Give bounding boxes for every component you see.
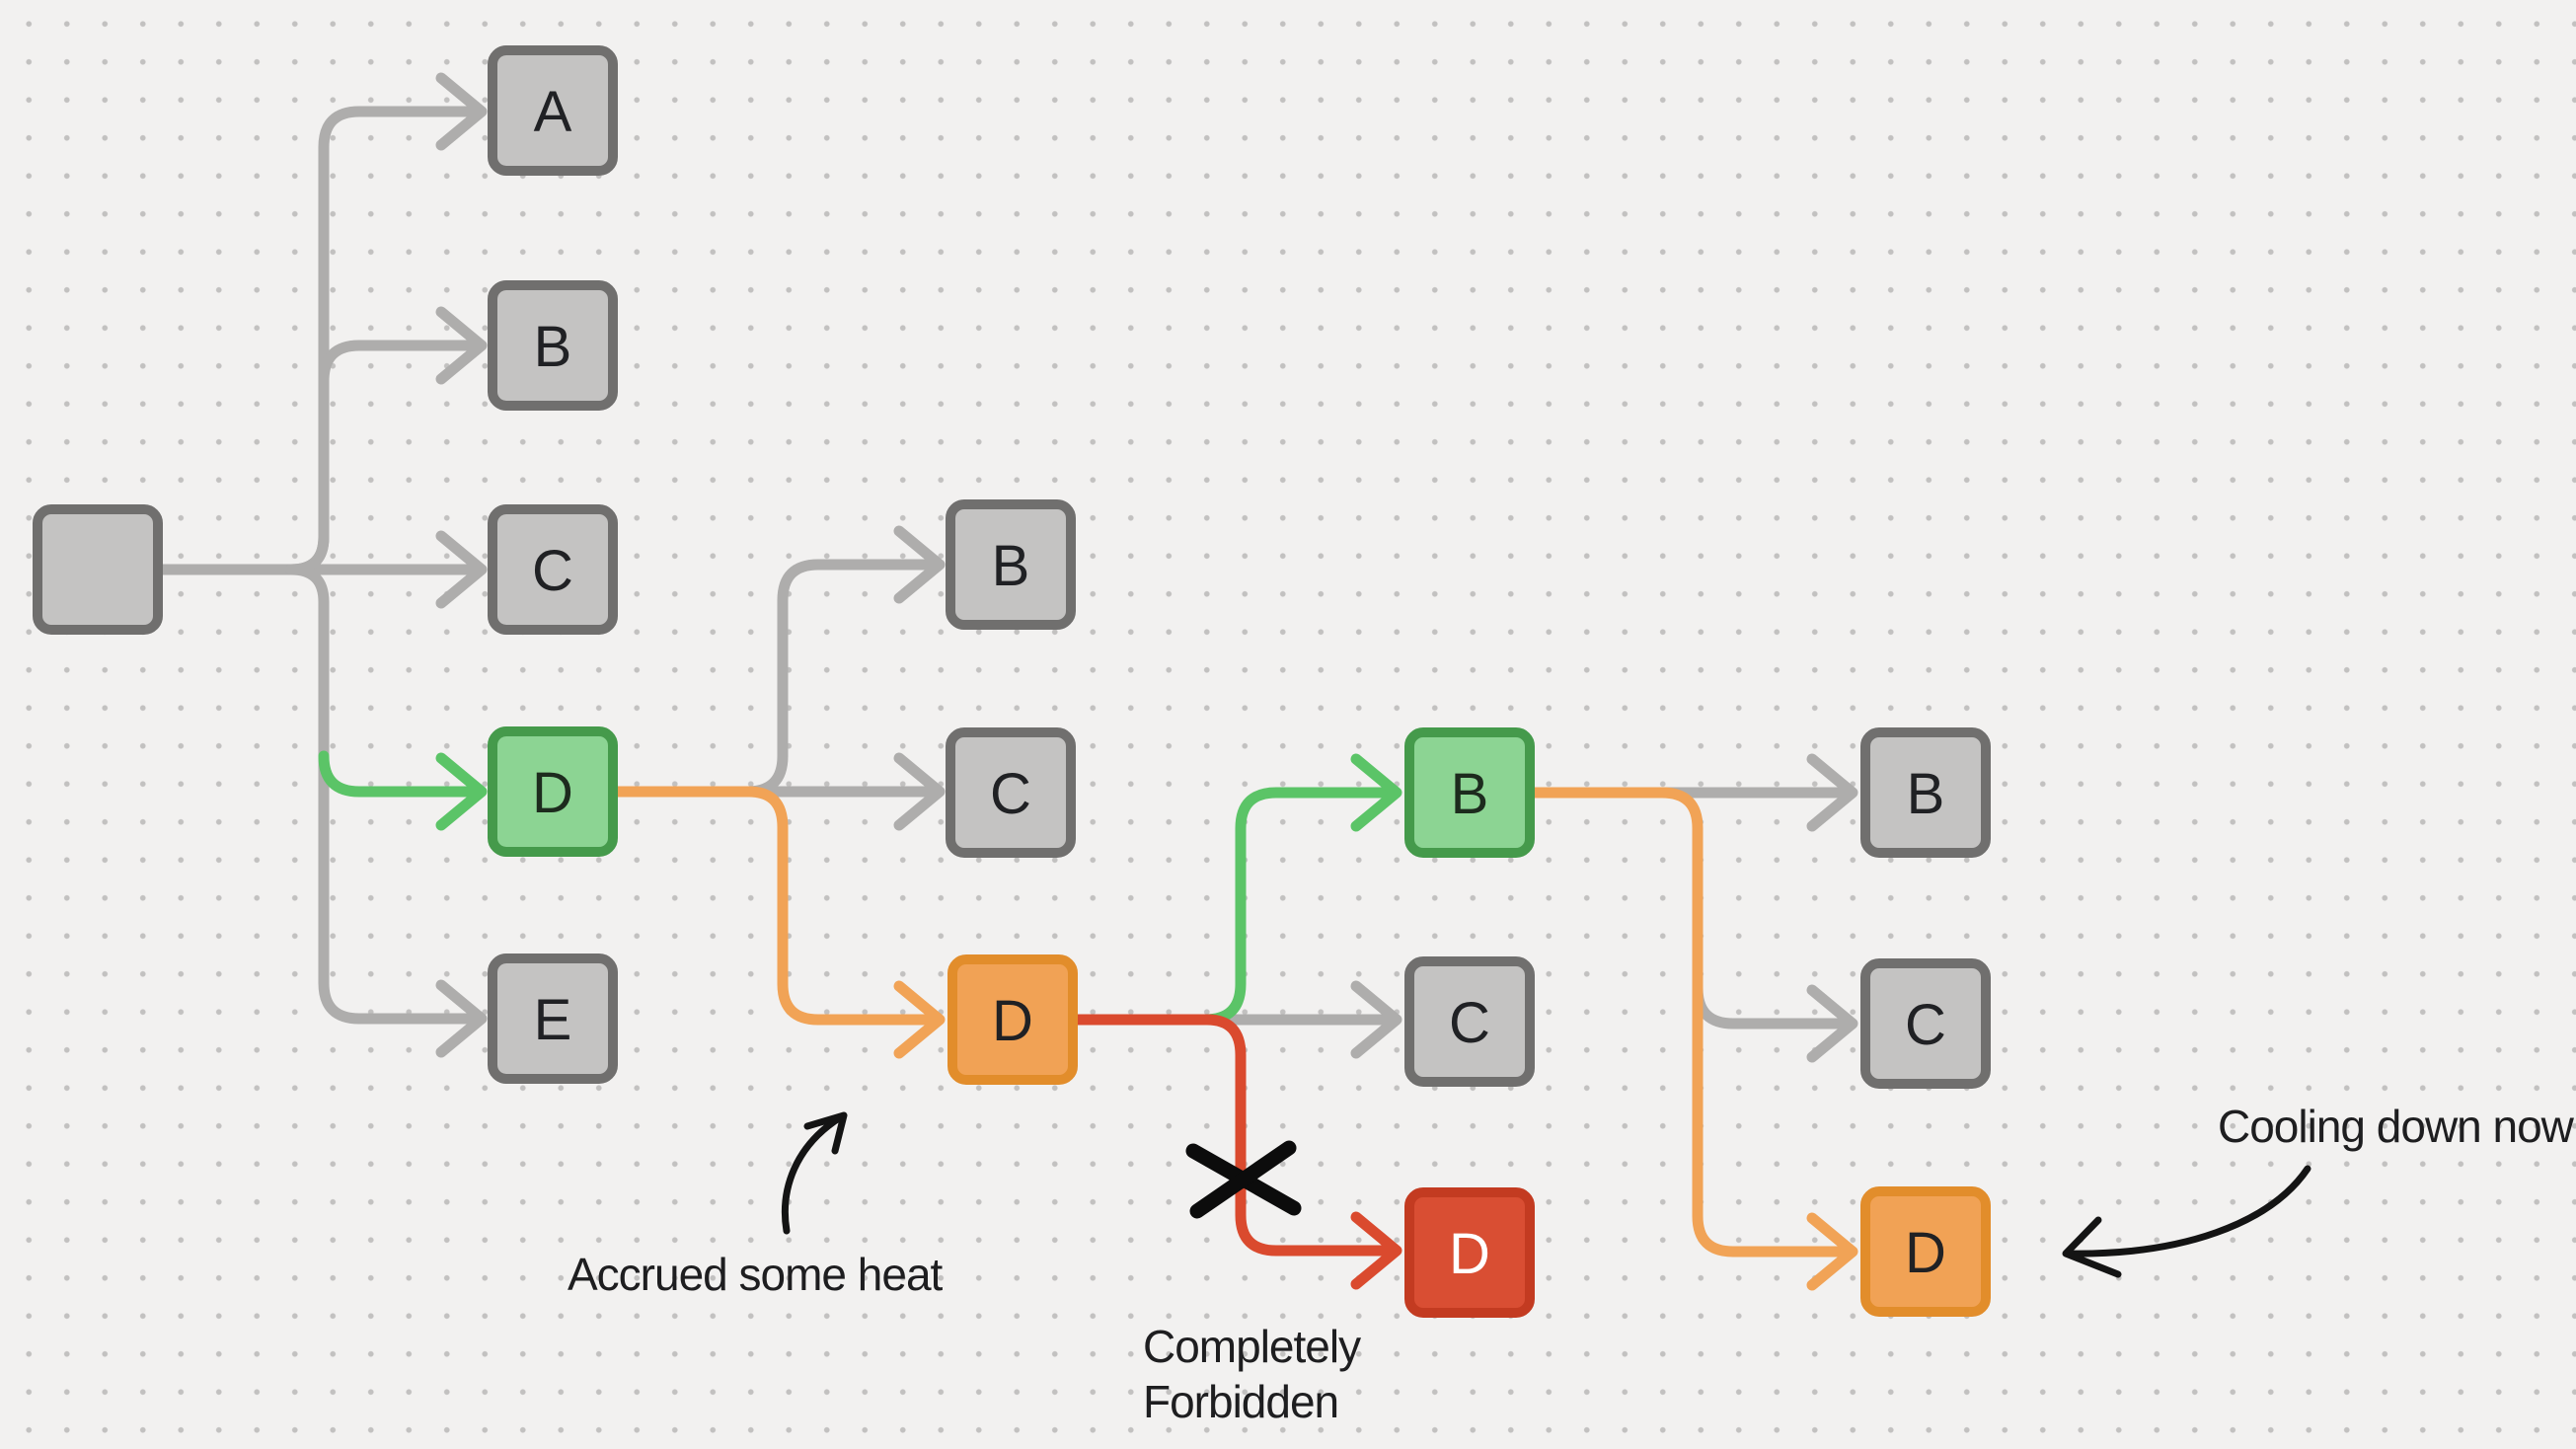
node-l1-c[interactable]: C	[488, 504, 618, 635]
x-mark-layer	[1185, 1140, 1302, 1219]
node-l4-c[interactable]: C	[1860, 958, 1991, 1089]
node-box-l1-b	[488, 280, 618, 411]
edge-root-b[interactable]	[285, 340, 477, 575]
arrowhead-icon	[435, 306, 488, 385]
node-label-l1-a: A	[534, 80, 572, 144]
node-l2-d[interactable]: D	[947, 954, 1078, 1085]
node-label-l3-c: C	[1449, 991, 1490, 1055]
node-l1-d[interactable]: D	[488, 726, 618, 857]
heat-arrow-curve	[781, 1112, 846, 1235]
node-l2-b[interactable]: B	[946, 499, 1076, 630]
edge-root-e[interactable]	[285, 564, 477, 1025]
node-box-l3-d	[1404, 1187, 1535, 1318]
nodes-layer: A B C D E B C D B C D B C D	[33, 45, 1991, 1318]
edge-d2-b3[interactable]	[1199, 787, 1392, 1026]
node-label-l2-b: B	[992, 534, 1030, 598]
node-label-l4-d: D	[1905, 1221, 1946, 1285]
heat-arrow-head	[803, 1111, 848, 1155]
arrowhead-icon	[1806, 753, 1858, 832]
node-box-l1-e	[488, 953, 618, 1084]
cooling-arrow-icon[interactable]	[2062, 1165, 2311, 1278]
node-label-l1-d: D	[532, 761, 573, 825]
node-l1-b[interactable]: B	[488, 280, 618, 411]
edge-b3-d4[interactable]	[1526, 787, 1848, 1258]
arrowhead-icon	[435, 72, 488, 151]
arrowhead-icon	[893, 980, 946, 1059]
edge-d1-d2[interactable]	[608, 786, 935, 1026]
edge-d2-d3[interactable]	[1068, 1014, 1392, 1257]
arrowhead-icon	[1350, 980, 1402, 1059]
node-l2-c[interactable]: C	[946, 727, 1076, 858]
edge-root-d[interactable]	[318, 750, 477, 798]
node-box-l1-d	[488, 726, 618, 857]
edge-d1-b2[interactable]	[741, 559, 935, 798]
heat-annotation-label[interactable]: Accrued some heat	[568, 1249, 945, 1300]
node-label-l3-d: D	[1449, 1222, 1490, 1286]
heat-arrow-icon[interactable]	[781, 1111, 848, 1235]
node-box-l1-a	[488, 45, 618, 176]
node-label-l1-b: B	[534, 315, 572, 379]
node-label-l2-c: C	[990, 762, 1031, 826]
node-l3-c[interactable]: C	[1404, 956, 1535, 1087]
node-box-l4-c	[1860, 958, 1991, 1089]
node-box-l2-d	[947, 954, 1078, 1085]
node-box-l3-c	[1404, 956, 1535, 1087]
sketch-arrows-layer	[781, 1111, 2311, 1278]
arrowheads-layer	[435, 72, 1858, 1291]
node-box-l1-c	[488, 504, 618, 635]
node-l3-d[interactable]: D	[1404, 1187, 1535, 1318]
cooling-arrow-curve	[2064, 1165, 2311, 1258]
forbidden-x-icon[interactable]	[1189, 1140, 1297, 1219]
node-l4-b[interactable]: B	[1860, 727, 1991, 858]
forbidden-annotation-line2[interactable]: Forbidden	[1143, 1376, 1339, 1427]
node-box-l2-c	[946, 727, 1076, 858]
cooling-arrow-head	[2062, 1216, 2122, 1278]
node-label-l3-b: B	[1451, 762, 1489, 826]
node-label-l1-e: E	[534, 988, 572, 1052]
arrowhead-icon	[1806, 1212, 1858, 1291]
node-l1-e[interactable]: E	[488, 953, 618, 1084]
node-box-l2-b	[946, 499, 1076, 630]
node-label-l4-c: C	[1905, 993, 1946, 1057]
node-label-l1-c: C	[532, 539, 573, 603]
node-box-root	[33, 504, 163, 635]
arrowhead-icon	[435, 979, 488, 1058]
arrowhead-icon	[435, 752, 488, 831]
arrowhead-icon	[1350, 753, 1402, 832]
node-root[interactable]	[33, 504, 163, 635]
arrowhead-icon	[1350, 1211, 1402, 1290]
arrowhead-icon	[435, 530, 488, 609]
arrowhead-icon	[893, 752, 946, 831]
node-l4-d[interactable]: D	[1860, 1186, 1991, 1317]
node-box-l4-d	[1860, 1186, 1991, 1317]
node-box-l3-b	[1404, 727, 1535, 858]
node-box-l4-b	[1860, 727, 1991, 858]
node-label-l2-d: D	[992, 989, 1033, 1053]
arrowhead-icon	[1806, 984, 1858, 1063]
forbidden-annotation-line1[interactable]: Completely	[1143, 1321, 1362, 1372]
node-label-l4-b: B	[1907, 762, 1945, 826]
edges-layer	[152, 106, 1848, 1258]
node-l3-b[interactable]: B	[1404, 727, 1535, 858]
cooling-annotation-label[interactable]: Cooling down now	[2218, 1101, 2576, 1152]
arrowhead-icon	[893, 525, 946, 604]
node-l1-a[interactable]: A	[488, 45, 618, 176]
